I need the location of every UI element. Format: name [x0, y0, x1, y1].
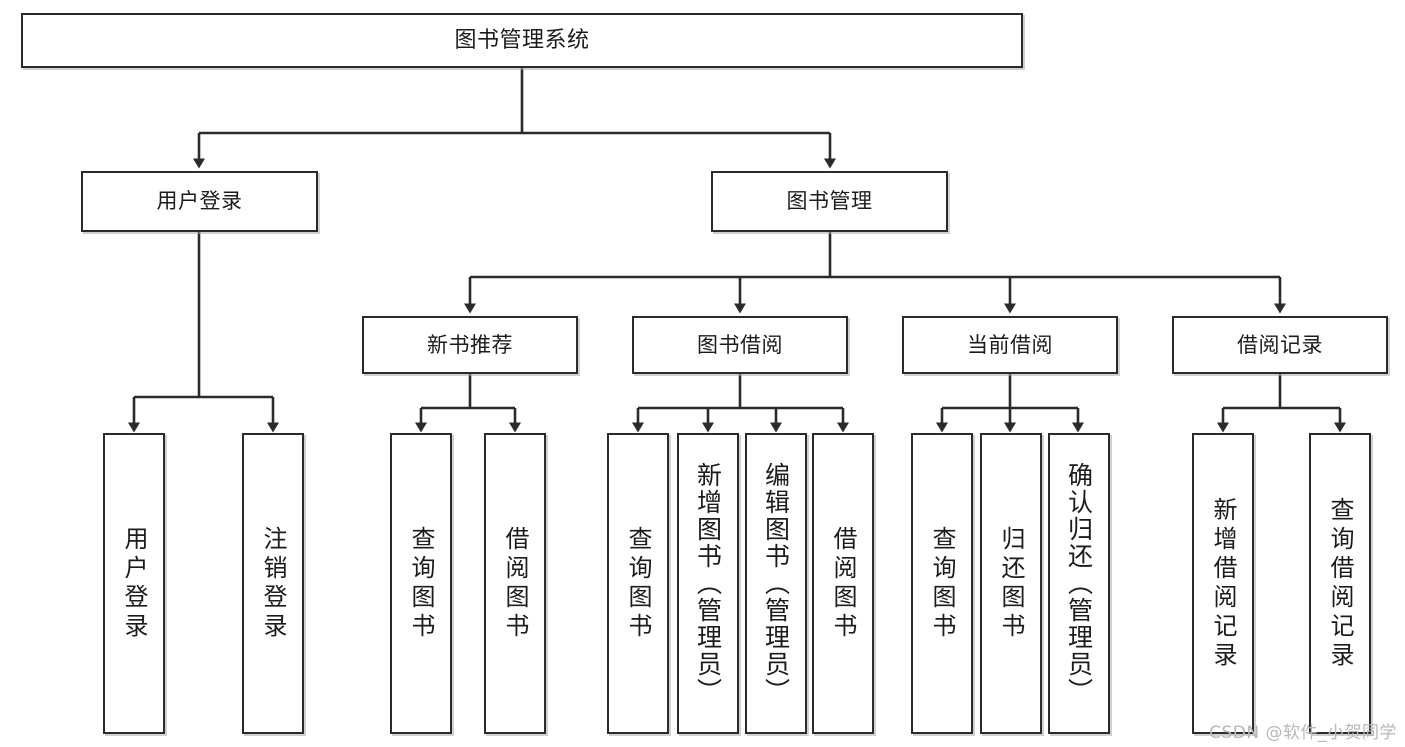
- watermark: CSDN @软件_小贺同学: [1209, 723, 1397, 743]
- leaf-new-book-borrow-label: 借阅图书: [501, 525, 529, 642]
- leaf-book-borrow-add[interactable]: 新增图书（管理员）: [677, 433, 739, 734]
- leaf-user-login-logout[interactable]: 注销登录: [242, 433, 304, 734]
- node-user-login[interactable]: 用户登录: [81, 171, 318, 232]
- node-borrow-record-label: 借阅记录: [1237, 332, 1323, 357]
- leaf-book-borrow-add-label: 新增图书（管理员）: [693, 462, 723, 705]
- leaf-current-borrow-confirm[interactable]: 确认归还（管理员）: [1048, 433, 1110, 734]
- node-root[interactable]: 图书管理系统: [21, 13, 1023, 68]
- leaf-book-borrow-edit-label: 编辑图书（管理员）: [761, 462, 791, 705]
- leaf-current-borrow-return-label: 归还图书: [997, 525, 1025, 642]
- leaf-book-borrow-edit[interactable]: 编辑图书（管理员）: [745, 433, 807, 734]
- node-book-management-label: 图书管理: [786, 189, 873, 214]
- node-current-borrow[interactable]: 当前借阅: [902, 316, 1118, 374]
- node-book-management[interactable]: 图书管理: [711, 171, 948, 232]
- leaf-current-borrow-confirm-label: 确认归还（管理员）: [1064, 462, 1094, 705]
- leaf-borrow-record-add[interactable]: 新增借阅记录: [1192, 433, 1254, 734]
- leaf-borrow-record-add-label: 新增借阅记录: [1209, 496, 1237, 671]
- leaf-user-login-logout-label: 注销登录: [259, 525, 287, 642]
- node-new-book-recommend[interactable]: 新书推荐: [362, 316, 578, 374]
- node-root-label: 图书管理系统: [454, 27, 590, 53]
- leaf-new-book-borrow[interactable]: 借阅图书: [484, 433, 546, 734]
- leaf-borrow-record-query[interactable]: 查询借阅记录: [1309, 433, 1371, 734]
- node-book-borrow-label: 图书借阅: [697, 332, 783, 357]
- node-new-book-recommend-label: 新书推荐: [427, 332, 513, 357]
- node-user-login-label: 用户登录: [156, 189, 243, 214]
- leaf-book-borrow-borrow[interactable]: 借阅图书: [812, 433, 874, 734]
- node-book-borrow[interactable]: 图书借阅: [632, 316, 848, 374]
- leaf-current-borrow-query-label: 查询图书: [928, 525, 956, 642]
- node-current-borrow-label: 当前借阅: [967, 332, 1053, 357]
- leaf-current-borrow-query[interactable]: 查询图书: [911, 433, 973, 734]
- leaf-borrow-record-query-label: 查询借阅记录: [1326, 496, 1354, 671]
- leaf-new-book-query[interactable]: 查询图书: [390, 433, 452, 734]
- leaf-book-borrow-query[interactable]: 查询图书: [607, 433, 669, 734]
- leaf-current-borrow-return[interactable]: 归还图书: [980, 433, 1042, 734]
- leaf-new-book-query-label: 查询图书: [407, 525, 435, 642]
- leaf-user-login-login[interactable]: 用户登录: [103, 433, 165, 734]
- node-borrow-record[interactable]: 借阅记录: [1172, 316, 1388, 374]
- leaf-book-borrow-borrow-label: 借阅图书: [829, 525, 857, 642]
- leaf-user-login-login-label: 用户登录: [120, 525, 148, 642]
- leaf-book-borrow-query-label: 查询图书: [624, 525, 652, 642]
